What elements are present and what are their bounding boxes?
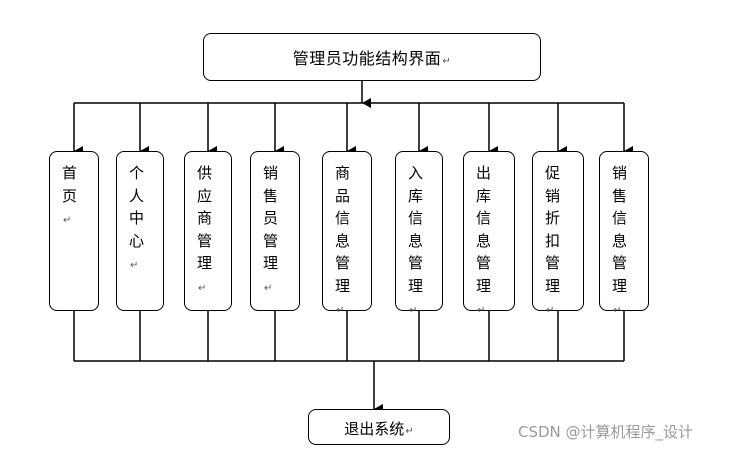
module-node: 销售信息管理↵	[599, 151, 649, 316]
module-label: 促销折扣管理↵	[545, 164, 561, 316]
module-label: 出库信息管理↵	[476, 164, 492, 316]
exit-node: 退出系统↵	[308, 409, 450, 445]
module-node: 出库信息管理↵	[463, 151, 515, 316]
module-node: 个人中心↵	[116, 151, 164, 311]
module-label: 供应商管理↵	[197, 164, 213, 294]
module-label: 个人中心↵	[129, 164, 145, 271]
paragraph-mark: ↵	[264, 282, 273, 294]
title-node: 管理员功能结构界面↵	[203, 33, 541, 81]
paragraph-mark: ↵	[477, 305, 486, 316]
paragraph-mark: ↵	[63, 215, 72, 226]
paragraph-mark: ↵	[409, 305, 418, 316]
module-label: 销售员管理↵	[263, 164, 279, 294]
watermark-text: CSDN @计算机程序_设计	[518, 423, 694, 441]
paragraph-mark: ↵	[546, 305, 555, 316]
paragraph-mark: ↵	[130, 260, 139, 271]
module-node: 销售员管理↵	[250, 151, 300, 311]
module-label: 商品信息管理↵	[335, 164, 351, 316]
paragraph-mark: ↵	[336, 305, 345, 316]
title-label: 管理员功能结构界面↵	[292, 49, 452, 68]
module-node: 促销折扣管理↵	[532, 151, 584, 316]
paragraph-mark: ↵	[613, 305, 622, 316]
module-label: 销售信息管理↵	[612, 164, 628, 316]
paragraph-mark: ↵	[198, 282, 207, 294]
exit-label: 退出系统↵	[344, 420, 414, 438]
module-label: 首页↵	[62, 164, 78, 226]
module-node: 商品信息管理↵	[322, 151, 372, 316]
module-label: 入库信息管理↵	[408, 164, 424, 316]
module-node: 供应商管理↵	[184, 151, 232, 311]
module-node: 入库信息管理↵	[395, 151, 443, 316]
module-node: 首页↵	[49, 151, 99, 311]
